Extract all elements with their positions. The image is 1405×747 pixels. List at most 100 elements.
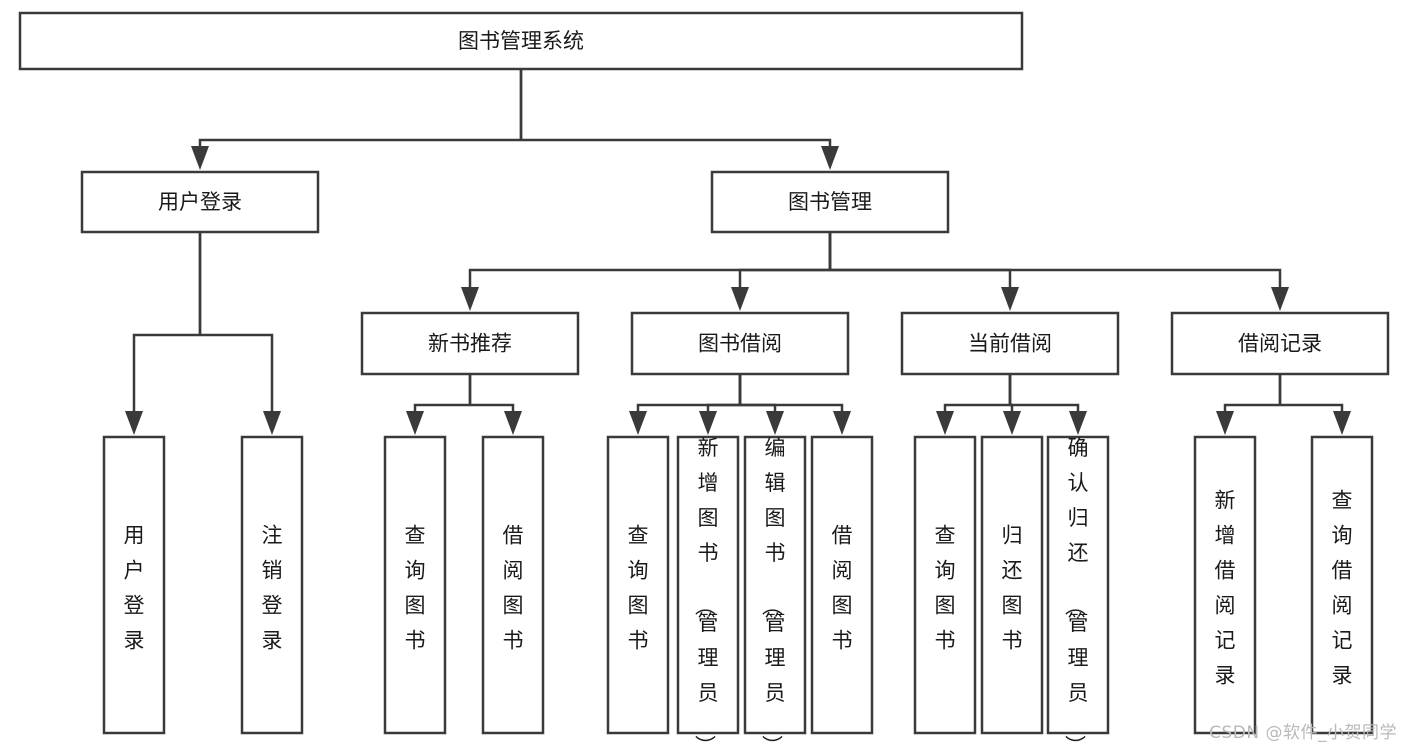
connector-line [828, 232, 1012, 287]
arrow-head-icon [1003, 411, 1021, 435]
connector-user-login-to-leaf-user-login [125, 232, 202, 435]
node-leaf-confirm-return[interactable]: 确认归还（管理员） [1046, 435, 1110, 747]
node-borrow-record[interactable]: 借阅记录 [1170, 311, 1390, 376]
node-label: 图书管理系统 [458, 29, 584, 53]
connector-line [1278, 374, 1344, 411]
node-new-book-recommend[interactable]: 新书推荐 [360, 311, 580, 376]
node-leaf-user-login[interactable]: 用户登录 [102, 435, 166, 735]
node-label: 用户登录 [124, 523, 145, 652]
node-book-borrow[interactable]: 图书借阅 [630, 311, 850, 376]
node-box[interactable] [1170, 311, 1390, 376]
connector-book-borrow-to-leaf-borrow-book [738, 374, 851, 435]
connector-book-manage-to-book-borrow [731, 232, 832, 311]
node-box[interactable] [360, 311, 580, 376]
connector-line [132, 232, 202, 411]
node-box[interactable] [743, 435, 807, 735]
node-book-manage[interactable]: 图书管理 [710, 170, 950, 234]
node-box[interactable] [1310, 435, 1374, 735]
connector-line [413, 374, 472, 411]
node-label: 新增借阅记录 [1215, 488, 1236, 687]
node-label: 查询图书 [405, 523, 426, 652]
node-leaf-query-record[interactable]: 查询借阅记录 [1310, 435, 1374, 735]
connector-new-book-recommend-to-leaf-query-book-rec [406, 374, 472, 435]
connector-line [468, 374, 515, 411]
connector-book-manage-to-current-borrow [828, 232, 1019, 311]
node-label: 用户登录 [158, 190, 242, 214]
node-box[interactable] [102, 435, 166, 735]
node-box[interactable] [1193, 435, 1257, 735]
node-box[interactable] [481, 435, 545, 735]
connector-line [706, 374, 742, 411]
arrow-head-icon [629, 411, 647, 435]
node-leaf-query-book-current[interactable]: 查询图书 [913, 435, 977, 735]
connector-line [519, 69, 832, 146]
connector-borrow-record-to-leaf-query-record [1278, 374, 1351, 435]
arrow-head-icon [263, 411, 281, 435]
node-box[interactable] [240, 435, 304, 735]
node-user-login[interactable]: 用户登录 [80, 170, 320, 234]
connector-current-borrow-to-leaf-query-book-current [936, 374, 1012, 435]
node-leaf-edit-book[interactable]: 编辑图书（管理员） [743, 435, 807, 747]
node-label: 注销登录 [262, 523, 283, 652]
node-box[interactable] [980, 435, 1044, 735]
arrow-head-icon [936, 411, 954, 435]
node-box[interactable] [383, 435, 447, 735]
node-layer: 图书管理系统用户登录图书管理新书推荐图书借阅当前借阅借阅记录用户登录注销登录查询… [18, 11, 1390, 747]
connector-root-to-user-login [191, 69, 523, 170]
node-box[interactable] [630, 311, 850, 376]
node-root[interactable]: 图书管理系统 [18, 11, 1024, 71]
connector-book-manage-to-new-book-recommend [461, 232, 832, 311]
node-label: 确认归还（管理员） [1063, 436, 1089, 747]
connector-layer [125, 69, 1351, 435]
arrow-head-icon [1001, 287, 1019, 311]
node-label: 借阅图书 [832, 523, 853, 652]
node-leaf-user-logout[interactable]: 注销登录 [240, 435, 304, 735]
arrow-head-icon [191, 146, 209, 170]
connector-line [738, 374, 844, 411]
arrow-head-icon [1271, 287, 1289, 311]
node-box[interactable] [913, 435, 977, 735]
node-box[interactable] [676, 435, 740, 735]
arrow-head-icon [766, 411, 784, 435]
node-leaf-query-book-borrow[interactable]: 查询图书 [606, 435, 670, 735]
arrow-head-icon [731, 287, 749, 311]
csdn-watermark: CSDN @软件_小贺同学 [1209, 723, 1397, 743]
node-label: 查询借阅记录 [1332, 488, 1353, 687]
node-box[interactable] [900, 311, 1120, 376]
node-label: 编辑图书（管理员） [760, 436, 786, 747]
connector-root-to-book-manage [519, 69, 839, 170]
node-box[interactable] [1046, 435, 1110, 735]
node-label: 新增图书（管理员） [693, 436, 719, 747]
node-leaf-borrow-book[interactable]: 借阅图书 [810, 435, 874, 735]
connector-line [468, 232, 832, 287]
node-box[interactable] [710, 170, 950, 234]
node-current-borrow[interactable]: 当前借阅 [900, 311, 1120, 376]
node-label: 查询图书 [935, 523, 956, 652]
arrow-head-icon [833, 411, 851, 435]
connector-line [738, 232, 832, 287]
connector-line [828, 232, 1282, 287]
node-leaf-borrow-book-rec[interactable]: 借阅图书 [481, 435, 545, 735]
node-box[interactable] [18, 11, 1024, 71]
node-leaf-add-book[interactable]: 新增图书（管理员） [676, 435, 740, 747]
node-label: 图书管理 [788, 190, 872, 214]
connector-line [1008, 374, 1080, 411]
connector-borrow-record-to-leaf-add-record [1216, 374, 1282, 435]
arrow-head-icon [1216, 411, 1234, 435]
arrow-head-icon [125, 411, 143, 435]
node-leaf-add-record[interactable]: 新增借阅记录 [1193, 435, 1257, 735]
node-leaf-return-book[interactable]: 归还图书 [980, 435, 1044, 735]
connector-user-login-to-leaf-user-logout [198, 232, 281, 435]
node-label: 新书推荐 [428, 332, 512, 356]
node-box[interactable] [606, 435, 670, 735]
connector-new-book-recommend-to-leaf-borrow-book-rec [468, 374, 522, 435]
node-label: 借阅图书 [503, 523, 524, 652]
node-leaf-query-book-rec[interactable]: 查询图书 [383, 435, 447, 735]
connector-current-borrow-to-leaf-confirm-return [1008, 374, 1087, 435]
arrow-head-icon [1069, 411, 1087, 435]
node-box[interactable] [810, 435, 874, 735]
node-label: 借阅记录 [1238, 332, 1322, 356]
node-box[interactable] [80, 170, 320, 234]
arrow-head-icon [699, 411, 717, 435]
